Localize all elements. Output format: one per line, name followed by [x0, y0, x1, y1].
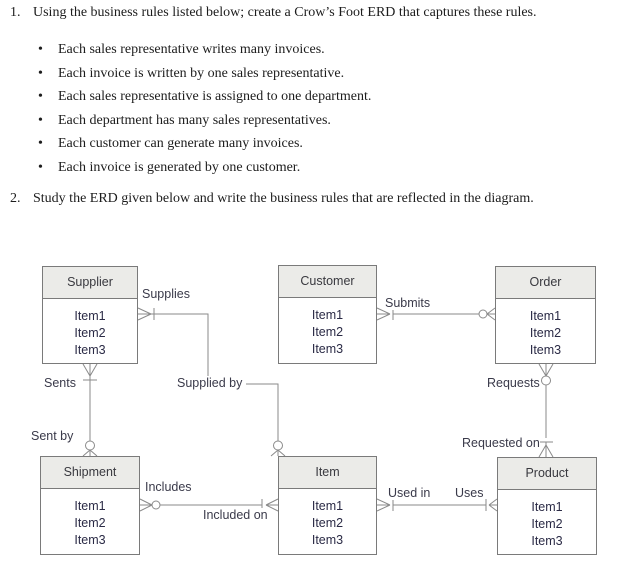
attribute: Item1	[311, 308, 344, 322]
label-sents: Sents	[44, 376, 76, 390]
entity-supplier: Supplier Item1 Item2 Item3	[42, 266, 138, 364]
attribute: Item1	[531, 500, 563, 514]
crowsfoot-icon	[376, 498, 391, 512]
entity-order: Order Item1 Item2 Item3	[495, 266, 596, 364]
label-supplies: Supplies	[142, 287, 190, 301]
attribute: Item2	[74, 516, 106, 530]
label-includes: Includes	[145, 480, 192, 494]
zero-circle-icon	[478, 309, 488, 319]
attribute: Item3	[529, 343, 562, 357]
attribute: Item3	[531, 534, 563, 548]
bullet-icon: •	[38, 89, 43, 104]
entity-supplier-name: Supplier	[43, 267, 137, 299]
bullet-icon: •	[38, 42, 43, 57]
rule-text: Each sales representative is assigned to…	[58, 89, 372, 104]
entity-product-attributes: Item1 Item2 Item3	[498, 490, 596, 550]
attribute: Item1	[529, 309, 562, 323]
question-1-number: 1.	[10, 5, 21, 20]
rule-item: • Each invoice is generated by one custo…	[38, 156, 371, 180]
crowsfoot-icon	[538, 363, 554, 377]
crowsfoot-icon	[82, 363, 98, 377]
rule-text: Each customer can generate many invoices…	[58, 136, 303, 151]
crowsfoot-icon	[488, 498, 498, 512]
connector-requests-requested-on	[538, 363, 554, 458]
crowsfoot-icon	[270, 449, 286, 457]
question-2-text: Study the ERD given below and write the …	[33, 191, 534, 206]
rule-item: • Each sales representative is assigned …	[38, 85, 371, 109]
entity-shipment-name: Shipment	[41, 457, 139, 489]
rule-item: • Each invoice is written by one sales r…	[38, 62, 371, 86]
entity-product-name: Product	[498, 458, 596, 490]
crowsfoot-icon	[82, 449, 98, 457]
label-sent-by: Sent by	[31, 429, 74, 443]
connector-includes-included-on	[139, 498, 279, 512]
crowsfoot-icon	[486, 307, 496, 321]
crowsfoot-icon	[538, 444, 554, 458]
bullet-icon: •	[38, 112, 43, 128]
entity-customer-attributes: Item1 Item2 Item3	[279, 298, 376, 358]
entity-product: Product Item1 Item2 Item3	[497, 457, 597, 555]
attribute: Item3	[311, 533, 344, 547]
attribute: Item2	[311, 516, 344, 530]
crowsfoot-icon	[265, 498, 279, 512]
rule-text: Each invoice is written by one sales rep…	[58, 65, 345, 81]
entity-shipment-attributes: Item1 Item2 Item3	[41, 489, 139, 549]
entity-customer: Customer Item1 Item2 Item3	[278, 265, 377, 364]
question-2: 2. Study the ERD given below and write t…	[10, 191, 625, 207]
label-requested-on: Requested on	[462, 436, 540, 450]
rule-item: • Each customer can generate many invoic…	[38, 132, 371, 156]
connector-supplies-supplied-by	[137, 307, 286, 457]
entity-order-name: Order	[496, 267, 595, 299]
attribute: Item2	[311, 325, 344, 339]
attribute: Item1	[74, 499, 106, 513]
entity-shipment: Shipment Item1 Item2 Item3	[40, 456, 140, 555]
rule-item: • Each department has many sales represe…	[38, 109, 371, 133]
rule-text: Each sales representative writes many in…	[58, 42, 325, 57]
rule-text: Each invoice is generated by one custome…	[58, 159, 301, 175]
zero-circle-icon	[541, 375, 551, 386]
connector-submits	[376, 307, 496, 321]
entity-customer-name: Customer	[279, 266, 376, 298]
zero-circle-icon	[151, 500, 161, 510]
zero-circle-icon	[273, 440, 283, 451]
label-used-in: Used in	[388, 486, 431, 500]
label-supplied-by: Supplied by	[177, 376, 243, 390]
entity-item-name: Item	[279, 457, 376, 489]
attribute: Item1	[74, 309, 106, 323]
connector-used-in-uses	[376, 498, 498, 512]
connector-sents-sent-by	[82, 363, 98, 457]
rule-item: • Each sales representative writes many …	[38, 38, 371, 62]
bullet-icon: •	[38, 65, 43, 81]
entity-order-attributes: Item1 Item2 Item3	[496, 299, 595, 359]
rule-text: Each department has many sales represent…	[58, 112, 331, 128]
entity-item: Item Item1 Item2 Item3	[278, 456, 377, 555]
question-1: 1. Using the business rules listed below…	[10, 5, 625, 21]
crowsfoot-icon	[376, 307, 391, 321]
entity-supplier-attributes: Item1 Item2 Item3	[43, 299, 137, 359]
question-2-number: 2.	[10, 191, 21, 206]
attribute: Item2	[74, 326, 106, 340]
business-rules-list: • Each sales representative writes many …	[38, 38, 371, 179]
entity-item-attributes: Item1 Item2 Item3	[279, 489, 376, 549]
zero-circle-icon	[85, 440, 95, 451]
question-1-text: Using the business rules listed below; c…	[33, 5, 537, 20]
label-included-on: Included on	[203, 508, 268, 522]
attribute: Item3	[74, 343, 106, 357]
bullet-icon: •	[38, 136, 43, 151]
attribute: Item3	[311, 342, 344, 356]
label-uses: Uses	[455, 486, 484, 500]
crowsfoot-icon	[137, 307, 152, 321]
crowsfoot-icon	[139, 498, 153, 512]
label-submits: Submits	[385, 296, 431, 310]
attribute: Item2	[531, 517, 563, 531]
attribute: Item2	[529, 326, 562, 340]
attribute: Item3	[74, 533, 106, 547]
bullet-icon: •	[38, 159, 43, 175]
label-requests: Requests	[487, 376, 540, 390]
attribute: Item1	[311, 499, 344, 513]
